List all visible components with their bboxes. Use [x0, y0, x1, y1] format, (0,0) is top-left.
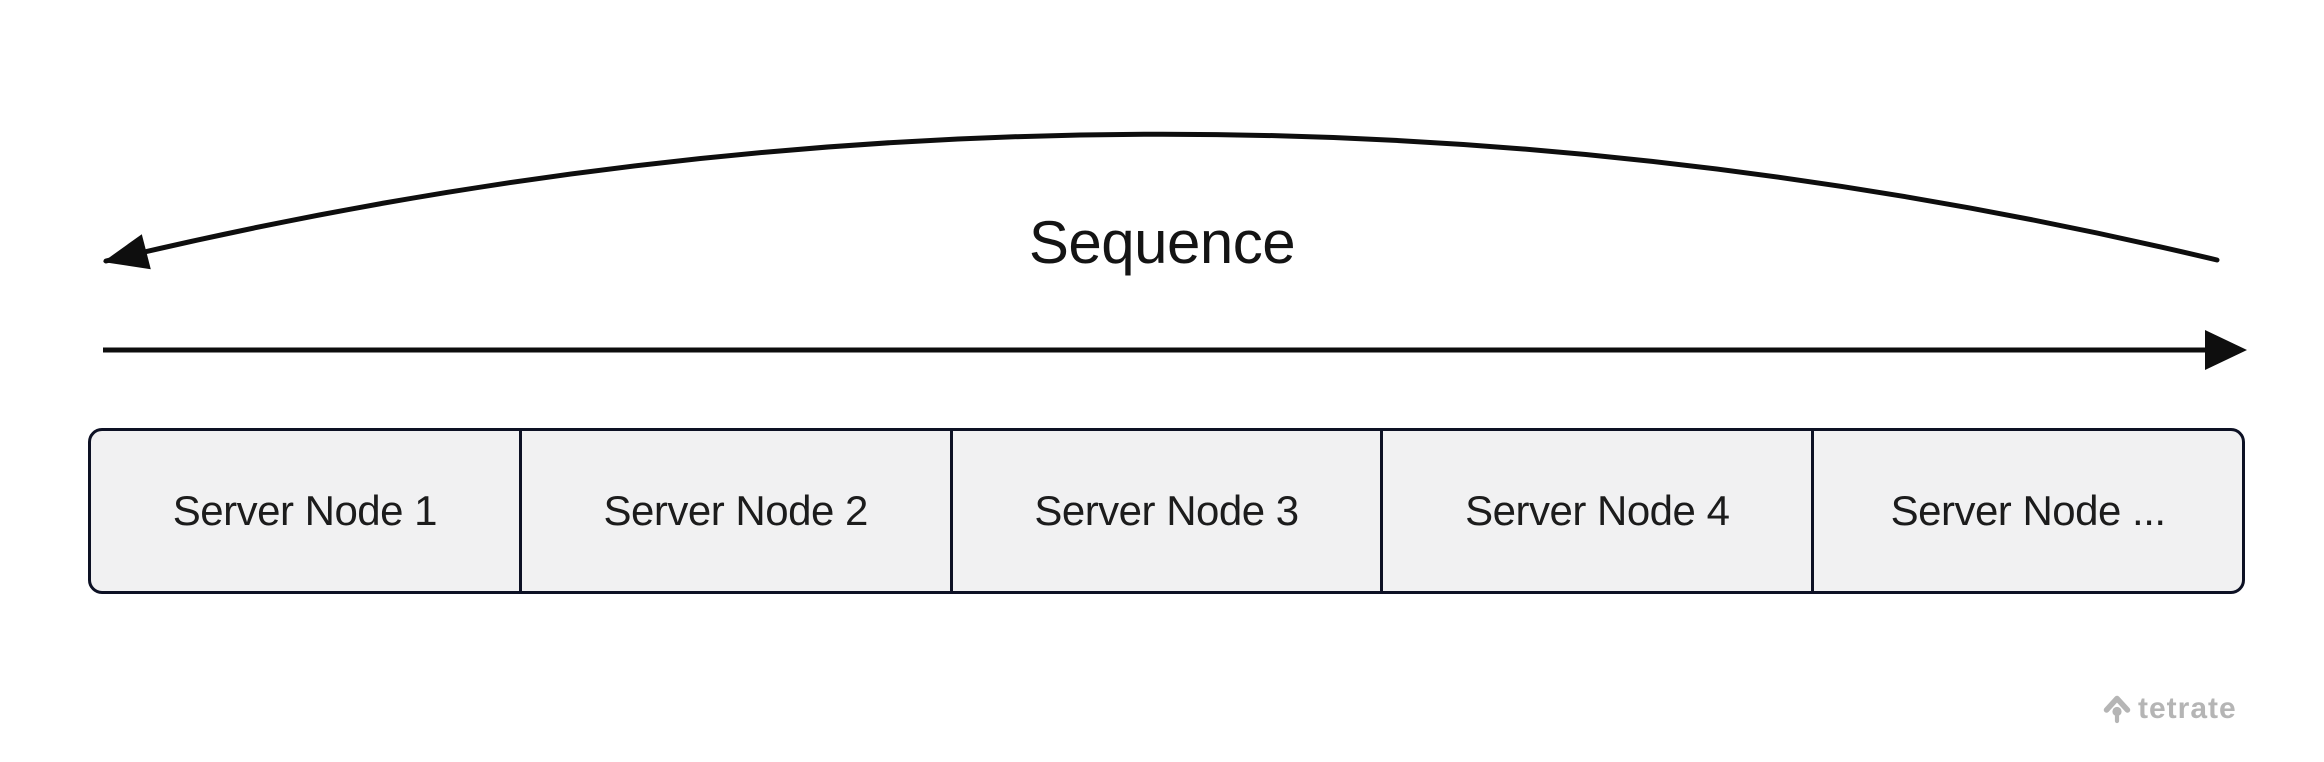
server-node-1-box: Server Node 1: [91, 431, 519, 591]
server-node-2-box: Server Node 2: [518, 431, 950, 591]
sequence-arc-arrowhead-icon: [103, 234, 151, 270]
server-node-3-box: Server Node 3: [949, 431, 1381, 591]
flow-arrow: [103, 330, 2247, 370]
sequence-label: Sequence: [1028, 208, 1296, 276]
server-node-4-label: Server Node 4: [1465, 487, 1730, 534]
server-node-3-label: Server Node 3: [1034, 487, 1299, 534]
server-node-2-label: Server Node 2: [603, 487, 869, 534]
server-nodes-row: Server Node 1 Server Node 2 Server Node …: [88, 428, 2245, 594]
server-node-1-label: Server Node 1: [172, 487, 438, 534]
tetrate-caret-icon: [2103, 695, 2131, 724]
server-node-more-box: Server Node ...: [1811, 431, 2242, 591]
server-node-4-box: Server Node 4: [1380, 431, 1811, 591]
sequence-arc-arrow: [103, 131, 2220, 270]
flow-arrowhead-icon: [2205, 330, 2247, 370]
server-node-more-label: Server Node ...: [1890, 487, 2166, 534]
tetrate-logo: tetrate: [2103, 691, 2237, 727]
sequence-arc-path: [103, 131, 2220, 264]
tetrate-logo-text: tetrate: [2138, 692, 2237, 725]
